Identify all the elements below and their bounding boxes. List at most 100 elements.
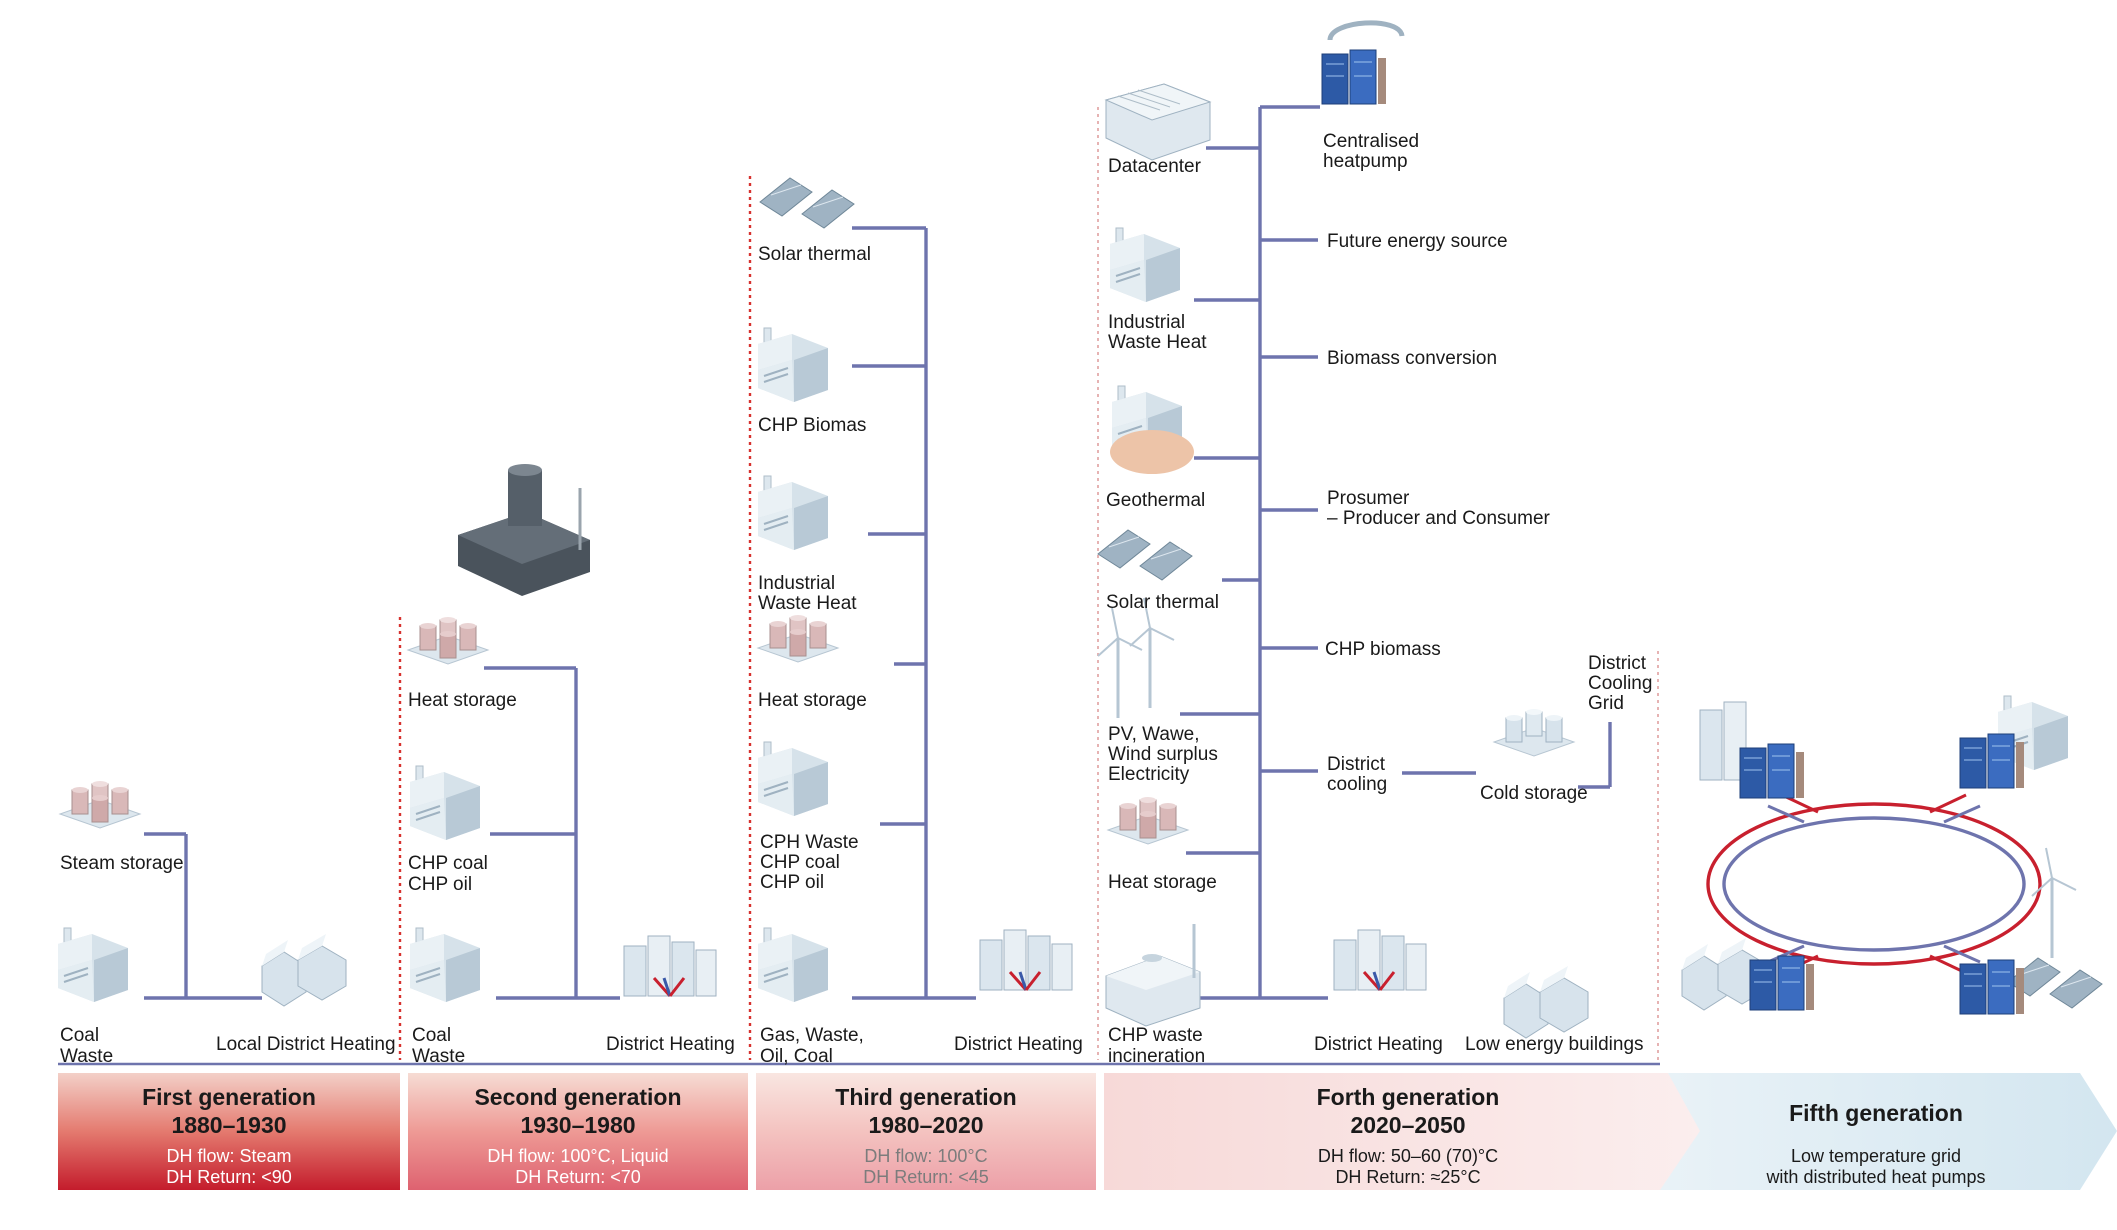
gen4-network: Datacenter Industrial Waste Heat Geother…: [1096, 20, 1652, 1067]
waste-label: Waste: [412, 1046, 465, 1067]
cold-storage-label: Cold storage: [1480, 783, 1588, 804]
district-label: District: [1327, 754, 1386, 775]
chp-biomas-icon: [757, 327, 829, 403]
gen4-flow: DH flow: 50–60 (70)°C: [1318, 1146, 1498, 1166]
waste-heat-label: Waste Heat: [758, 593, 857, 614]
future-energy-source-label: Future energy source: [1327, 231, 1508, 252]
band-gen1: [58, 1073, 400, 1190]
solar-thermal-label: Solar thermal: [1106, 592, 1219, 613]
ring-outer-red: [1706, 802, 2042, 966]
chp-biomas-label: CHP Biomas: [758, 415, 866, 436]
district-cooling-grid-line2: Cooling: [1588, 673, 1652, 694]
waste-label: Waste: [60, 1046, 113, 1067]
chp-biomass-label: CHP biomass: [1325, 639, 1441, 660]
district-heating-label: District Heating: [606, 1034, 735, 1055]
gen3-title: Third generation: [835, 1084, 1016, 1110]
gen4-title: Forth generation: [1317, 1084, 1500, 1110]
wind-turbine-icon-2: [1128, 596, 1176, 710]
wind-turbine-icon: [1096, 606, 1144, 720]
solar-thermal-label: Solar thermal: [758, 244, 871, 265]
centralised-label: Centralised: [1323, 131, 1419, 152]
ring-inner-blue: [1722, 816, 2026, 952]
district-heating-buildings-icon: [978, 928, 1074, 992]
chp-waste-incineration-icon: [1105, 924, 1201, 1027]
heat-storage-icon: [1107, 796, 1189, 845]
low-energy-buildings-icon: [1503, 965, 1589, 1039]
heat-storage-building-icon: [458, 464, 590, 596]
chp-coal-label: CHP coal: [408, 853, 488, 874]
gen1-years: 1880–1930: [171, 1112, 286, 1138]
pv-wawe-label: PV, Wawe,: [1108, 724, 1200, 745]
gen1-title: First generation: [142, 1084, 316, 1110]
datacenter-label: Datacenter: [1108, 156, 1202, 177]
wind-surplus-label: Wind surplus: [1108, 744, 1218, 765]
steam-storage-label: Steam storage: [60, 853, 184, 874]
chp-plant-icon: [409, 765, 481, 841]
local-district-heating-icon: [261, 933, 347, 1007]
district-cooling-grid-line3: Grid: [1588, 693, 1624, 714]
band-gen4: [1104, 1073, 1708, 1190]
incineration-label: incineration: [1108, 1046, 1205, 1067]
gen5-line2: with distributed heat pumps: [1765, 1167, 1985, 1187]
gen5-node-apartments: [1699, 701, 1805, 799]
gas-waste-label: Gas, Waste,: [760, 1025, 864, 1046]
industrial-waste-heat-icon: [1109, 227, 1181, 303]
district-heating-label: District Heating: [1314, 1034, 1443, 1055]
solar-thermal-icon: [759, 177, 855, 229]
cold-storage-icon: [1493, 708, 1575, 757]
coal-label: Coal: [412, 1025, 451, 1046]
district-cooling-grid-line1: District: [1588, 653, 1647, 674]
gen5-title: Fifth generation: [1789, 1100, 1963, 1126]
steam-storage-icon: [59, 780, 141, 829]
cooling-label: cooling: [1327, 774, 1387, 795]
cph-waste-plant-icon: [757, 741, 829, 817]
gen5-line1: Low temperature grid: [1791, 1146, 1961, 1166]
band-gen3: [756, 1073, 1096, 1190]
prosumer-label: Prosumer: [1327, 488, 1410, 509]
chp-oil-label: CHP oil: [408, 874, 472, 895]
gen2-return: DH Return: <70: [515, 1167, 641, 1187]
industrial-waste-heat-icon: [757, 475, 829, 551]
district-heating-label: District Heating: [954, 1034, 1083, 1055]
cph-waste-label: CPH Waste: [760, 832, 859, 853]
gen2-flow: DH flow: 100°C, Liquid: [487, 1146, 668, 1166]
biomass-conversion-label: Biomass conversion: [1327, 348, 1497, 369]
geothermal-label: Geothermal: [1106, 490, 1205, 511]
gen1-return: DH Return: <90: [166, 1167, 292, 1187]
coal-plant-icon: [57, 927, 129, 1003]
gen2-years: 1930–1980: [520, 1112, 635, 1138]
producer-consumer-label: – Producer and Consumer: [1327, 508, 1551, 529]
coal-label: Coal: [60, 1025, 99, 1046]
gen3-network: Solar thermal CHP Biomas Industrial Wast…: [757, 177, 1083, 1067]
geothermal-icon: [1110, 385, 1194, 474]
heat-storage-icon: [407, 616, 489, 665]
heat-storage-label: Heat storage: [408, 690, 517, 711]
gen4-years: 2020–2050: [1350, 1112, 1465, 1138]
heatpump-label: heatpump: [1323, 151, 1408, 172]
oil-coal-label: Oil, Coal: [760, 1046, 833, 1067]
solar-thermal-icon: [1097, 529, 1193, 581]
heat-storage-icon: [757, 614, 839, 663]
local-district-heating-label: Local District Heating: [216, 1034, 396, 1055]
coal-waste-plant-icon: [409, 927, 481, 1003]
low-energy-buildings-label: Low energy buildings: [1465, 1034, 1644, 1055]
gas-waste-plant-icon: [757, 927, 829, 1003]
gen4-return: DH Return: ≈25°C: [1335, 1167, 1480, 1187]
datacenter-icon: [1104, 83, 1212, 161]
gen3-years: 1980–2020: [868, 1112, 983, 1138]
industrial-label: Industrial: [758, 573, 835, 594]
electricity-label: Electricity: [1108, 764, 1190, 785]
band-gen2: [408, 1073, 748, 1190]
gen2-title: Second generation: [474, 1084, 681, 1110]
chp-coal-label: CHP coal: [760, 852, 840, 873]
generation-bands: First generation 1880–1930 DH flow: Stea…: [58, 1073, 2117, 1190]
gen1-network: Steam storage Coal Waste Local District …: [57, 780, 396, 1067]
band-gen5: [1660, 1073, 2117, 1190]
heat-storage-label: Heat storage: [758, 690, 867, 711]
gen3-flow: DH flow: 100°C: [864, 1146, 987, 1166]
gen5-network: [1681, 695, 2103, 1015]
gen2-network: Heat storage CHP coal CHP oil Coal Waste…: [407, 464, 735, 1067]
chp-waste-label: CHP waste: [1108, 1025, 1203, 1046]
gen3-return: DH Return: <45: [863, 1167, 989, 1187]
waste-heat-label: Waste Heat: [1108, 332, 1207, 353]
